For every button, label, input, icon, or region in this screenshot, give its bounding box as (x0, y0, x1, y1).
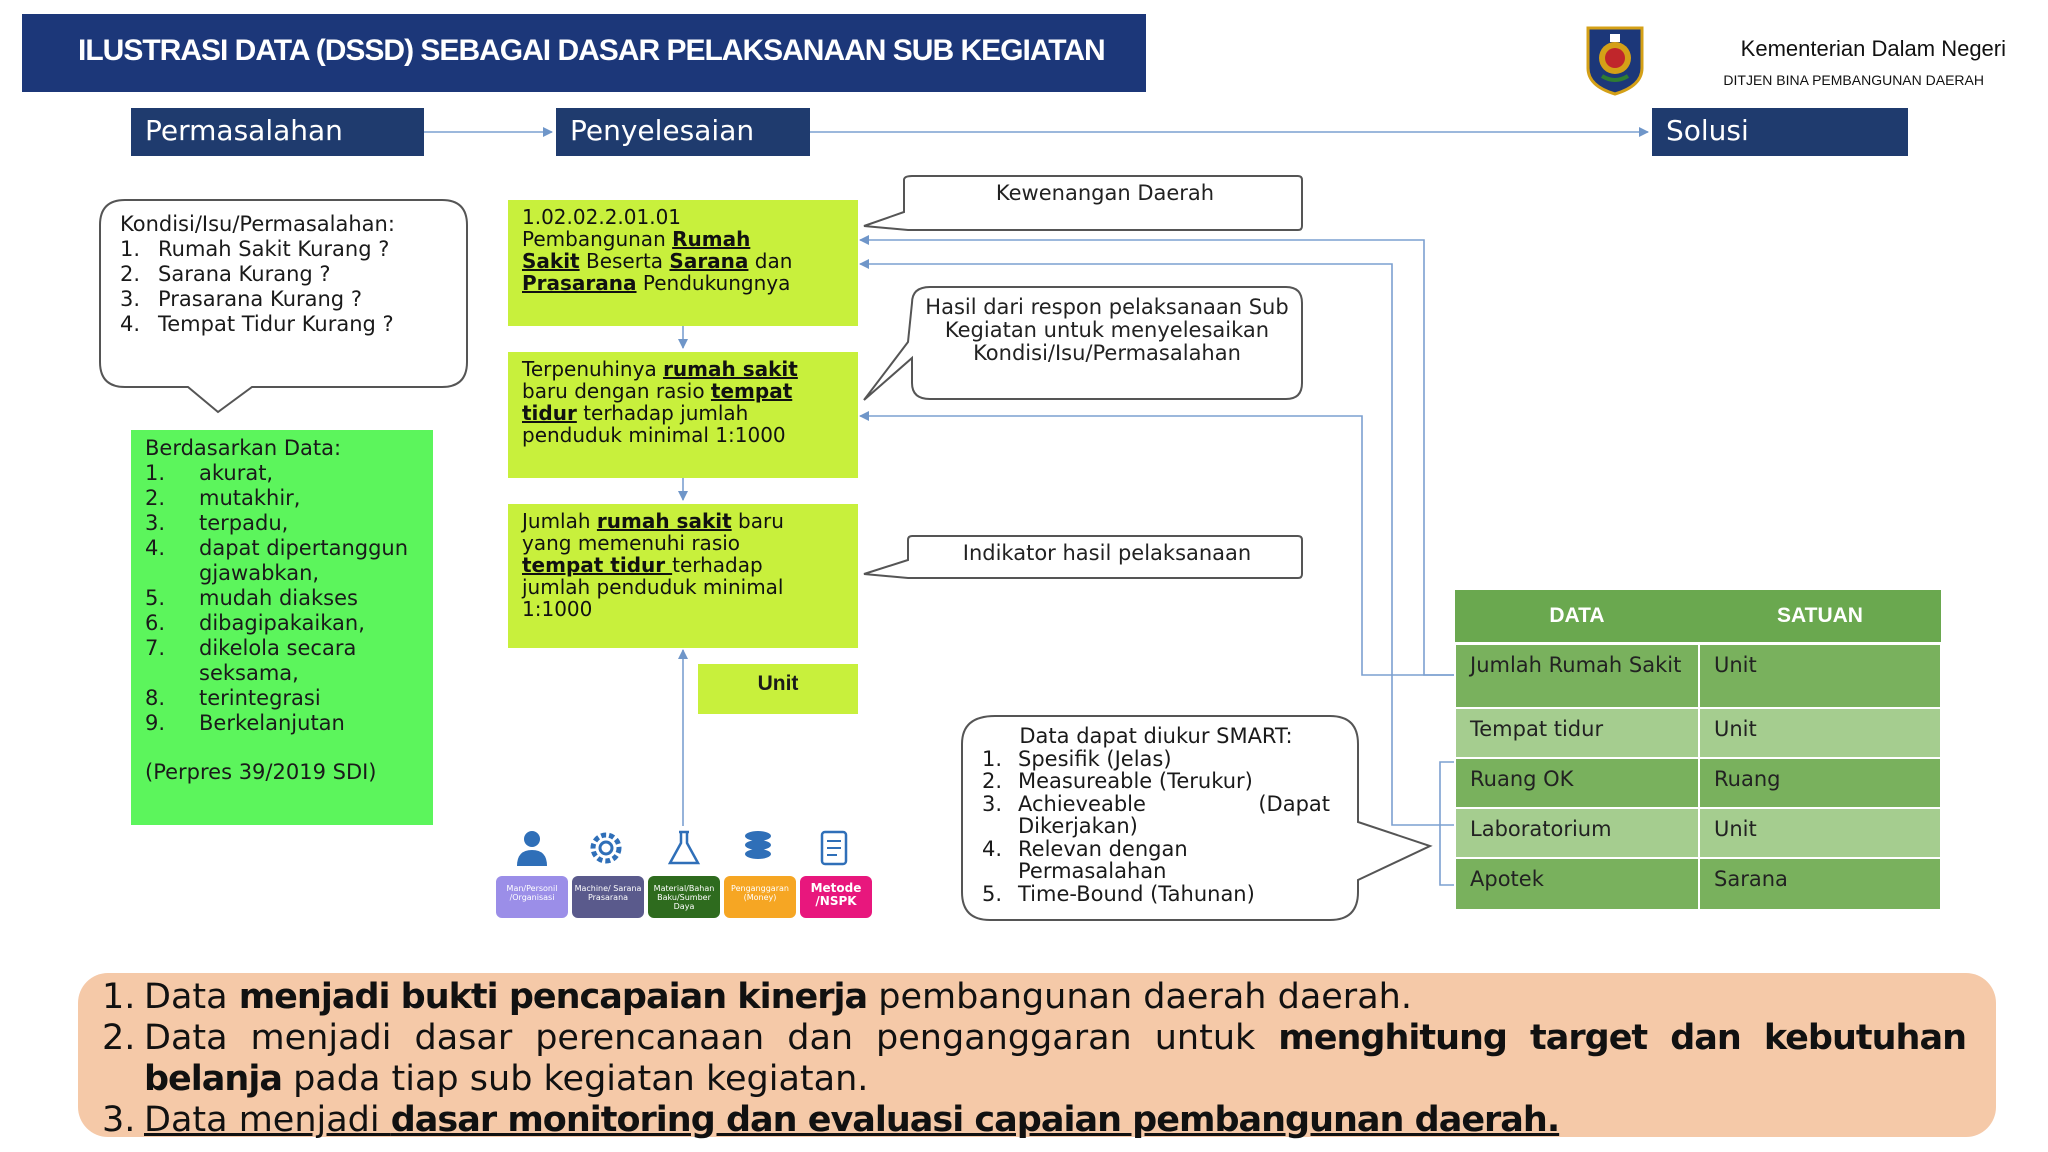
sub-kegiatan-box: 1.02.02.2.01.01 Pembangunan Rumah Sakit … (508, 200, 858, 326)
permasalahan-header: Permasalahan (131, 108, 424, 156)
kondisi-heading: Kondisi/Isu/Permasalahan: (120, 212, 395, 236)
page-title: ILUSTRASI DATA (DSSD) SEBAGAI DASAR PELA… (22, 14, 1146, 92)
org-subtitle: DITJEN BINA PEMBANGUNAN DAERAH (1723, 72, 1984, 88)
list-item: 3. Data menjadi dasar monitoring dan eva… (102, 1100, 1560, 1140)
berdasarkan-footer: (Perpres 39/2019 SDI) (145, 760, 377, 784)
person-icon (517, 831, 547, 866)
resource-label: Metode /NSPK (800, 876, 872, 918)
penyelesaian-header: Penyelesaian (556, 108, 810, 156)
list-item: 2. Data menjadi dasar perencanaan dan pe… (102, 1018, 1967, 1099)
list-item: 1.Spesifik (Jelas) (982, 746, 1172, 771)
list-item: 3.Achieveable (Dapat Dikerjakan) (982, 791, 1330, 838)
list-item: 9.Berkelanjutan (145, 711, 345, 735)
column-header-satuan: SATUAN (1699, 590, 1941, 645)
table-row: Apotek Sarana (1454, 856, 1942, 911)
feedback-line-3 (859, 411, 1454, 676)
resource-label: Machine/ Sarana Prasarana (572, 876, 644, 918)
table-bracket (1439, 761, 1454, 886)
list-item: 1.akurat, (145, 461, 274, 485)
list-item: 3.Prasarana Kurang ? (120, 287, 362, 311)
kemendagri-logo-icon (1586, 26, 1644, 96)
kewenangan-callout: Kewenangan Daerah (995, 181, 1215, 205)
list-item: 5.Time-Bound (Tahunan) (982, 881, 1255, 906)
list-item: 4.Relevan dengan Permasalahan (982, 836, 1188, 883)
document-icon (820, 830, 848, 866)
data-satuan-table: DATA SATUAN Jumlah Rumah Sakit Unit Temp… (1454, 590, 1942, 911)
list-item: 5.mudah diakses (145, 586, 358, 610)
indikator-bubble (863, 535, 1303, 579)
column-header-data: DATA (1455, 590, 1699, 645)
list-item: 1.Rumah Sakit Kurang ? (120, 237, 390, 261)
table-row: Tempat tidur Unit (1454, 706, 1942, 759)
list-item: 2.mutakhir, (145, 486, 301, 510)
list-item: 3.terpadu, (145, 511, 289, 535)
list-item: 2.Sarana Kurang ? (120, 262, 331, 286)
kondisi-bubble (99, 199, 468, 414)
solusi-header: Solusi (1652, 108, 1908, 156)
list-item: 6.dibagipakaikan, (145, 611, 365, 635)
smart-list: Data dapat diukur SMART: 1.Spesifik (Jel… (982, 725, 1330, 905)
berdasarkan-data-box: Berdasarkan Data: 1.akurat, 2.mutakhir, … (131, 430, 433, 825)
list-item: 4.Tempat Tidur Kurang ? (120, 312, 394, 336)
smart-heading: Data dapat diukur SMART: (1019, 724, 1293, 748)
hasil-box: Terpenuhinya rumah sakit baru dengan ras… (508, 352, 858, 478)
resource-label: Man/Personil /Organisasi (496, 876, 568, 918)
list-item: 4.dapat dipertanggungjawabkan, (145, 536, 409, 585)
table-row: Jumlah Rumah Sakit Unit (1454, 642, 1942, 709)
list-item: 8.terintegrasi (145, 686, 321, 710)
unit-box: Unit (698, 664, 858, 714)
kewenangan-bubble (863, 175, 1303, 231)
gear-icon (590, 832, 622, 864)
kondisi-list: Kondisi/Isu/Permasalahan: 1.Rumah Sakit … (120, 212, 450, 337)
list-item: 1. Data menjadi bukti pencapaian kinerja… (102, 977, 1412, 1017)
indikator-box: Jumlah rumah sakit baru yang memenuhi ra… (508, 504, 858, 648)
list-item: 2.Measureable (Terukur) (982, 769, 1253, 793)
table-row: Laboratorium Unit (1454, 806, 1942, 859)
coins-icon (745, 831, 771, 859)
conclusion-panel: 1. Data menjadi bukti pencapaian kinerja… (78, 973, 1996, 1140)
hasil-bubble (863, 286, 1303, 401)
table-row: Ruang OK Ruang (1454, 756, 1942, 809)
smart-bubble (961, 715, 1433, 921)
table-header-row: DATA SATUAN (1455, 590, 1941, 645)
indikator-callout: Indikator hasil pelaksanaan (962, 541, 1252, 565)
berdasarkan-heading: Berdasarkan Data: (145, 436, 342, 460)
hasil-respon-callout: Hasil dari respon pelaksanaan Sub Kegiat… (925, 295, 1289, 365)
feedback-line-2 (859, 259, 1454, 826)
flask-icon (667, 830, 701, 865)
org-name: Kementerian Dalam Negeri (1740, 36, 2006, 61)
list-item: 7.dikelola secara seksama, (145, 636, 357, 685)
resource-label: Penganggaran (Money) (724, 876, 796, 918)
resource-label: Material/Bahan Baku/Sumber Daya (648, 876, 720, 918)
